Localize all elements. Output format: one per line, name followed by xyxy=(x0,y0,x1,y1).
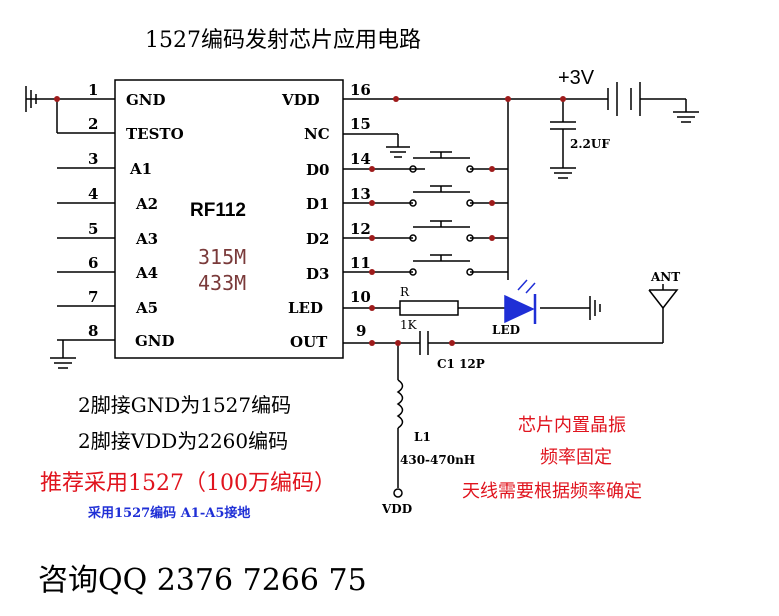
pin-6-label: A4 xyxy=(135,264,158,282)
pin-10-label: LED xyxy=(288,299,323,317)
pin-6-num: 6 xyxy=(88,254,98,272)
note-recommend: 推荐采用1527（100万编码） xyxy=(40,471,336,496)
inductor xyxy=(396,379,404,429)
pin-4-num: 4 xyxy=(88,185,98,203)
resistor-name: R xyxy=(400,285,410,299)
chip-name: RF112 xyxy=(190,200,246,221)
pin-4-label: A2 xyxy=(135,195,158,213)
resistor-value: 1K xyxy=(400,318,418,332)
pin-16-num: 16 xyxy=(350,81,371,99)
pin-11-num: 11 xyxy=(350,254,371,272)
pin-12-num: 12 xyxy=(350,220,371,238)
pin-11-label: D3 xyxy=(306,265,329,283)
note-crystal-3: 天线需要根据频率确定 xyxy=(462,481,642,502)
pin-16-label: VDD xyxy=(281,91,320,109)
pin-10-num: 10 xyxy=(350,288,371,306)
switch-d2 xyxy=(409,220,508,242)
resistor xyxy=(399,300,459,316)
pin-3-num: 3 xyxy=(88,150,98,168)
inductor-value: 430-470nH xyxy=(400,453,475,467)
pin-5-label: A3 xyxy=(135,230,158,248)
chip-freq-315: 315M xyxy=(198,245,246,269)
pin-14-label: D0 xyxy=(306,161,329,179)
pin-3-label: A1 xyxy=(129,160,152,178)
pin-13-num: 13 xyxy=(350,185,371,203)
led-diode xyxy=(504,294,535,324)
note-crystal-1: 芯片内置晶振 xyxy=(518,415,626,436)
pin-5-num: 5 xyxy=(88,220,98,238)
antenna-label: ANT xyxy=(650,270,680,284)
supply-cap-label: 2.2UF xyxy=(570,137,610,151)
pin-15-num: 15 xyxy=(350,115,371,133)
switch-d3 xyxy=(409,254,508,276)
pin-15-label: NC xyxy=(304,125,330,143)
c1-label: C1 12P xyxy=(437,357,485,371)
note-crystal-2: 频率固定 xyxy=(540,447,612,468)
pin-9-label: OUT xyxy=(290,333,328,351)
pin-14-num: 14 xyxy=(350,150,371,168)
note-pin2-gnd: 2脚接GND为1527编码 xyxy=(78,393,291,417)
vdd-bottom-label: VDD xyxy=(381,502,412,516)
inductor-name: L1 xyxy=(414,430,431,444)
pin-7-label: A5 xyxy=(135,299,158,317)
chip-body xyxy=(114,79,344,359)
pin-2-num: 2 xyxy=(88,115,98,133)
pin-12-label: D2 xyxy=(306,230,329,248)
antenna-symbol xyxy=(648,289,679,310)
page-title: 1527编码发射芯片应用电路 xyxy=(145,28,421,53)
chip-freq-433: 433M xyxy=(198,271,246,295)
pin-8-num: 8 xyxy=(88,322,98,340)
contact-line: 咨询QQ 2376 7266 75 xyxy=(38,563,367,598)
pin-2-label: TESTO xyxy=(126,125,184,143)
supply-label: +3V xyxy=(558,67,595,89)
pin-7-num: 7 xyxy=(88,288,98,306)
pin-8-label: GND xyxy=(135,332,175,350)
pin-1-num: 1 xyxy=(88,81,98,99)
switch-d0 xyxy=(409,151,508,173)
note-address: 采用1527编码 A1-A5接地 xyxy=(87,505,250,521)
pin-13-label: D1 xyxy=(306,195,329,213)
pin-9-num: 9 xyxy=(356,322,366,340)
led-label: LED xyxy=(492,323,520,337)
note-pin2-vdd: 2脚接VDD为2260编码 xyxy=(78,429,288,453)
pin-1-label: GND xyxy=(126,91,166,109)
